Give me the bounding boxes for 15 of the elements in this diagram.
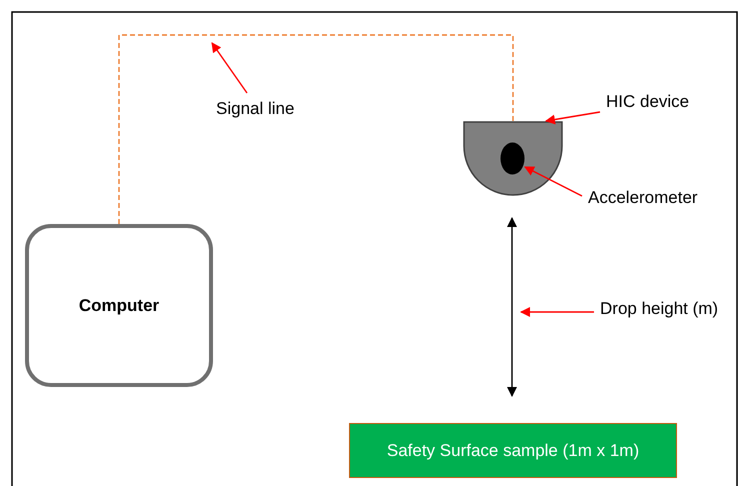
signal-line [118, 34, 514, 224]
box-label: Computer [78, 296, 160, 316]
computer-box [25, 224, 213, 387]
callout-label: Drop height (m) [600, 299, 718, 319]
callout-label: Signal line [216, 99, 294, 119]
callout-label: HIC device [606, 92, 690, 112]
accelerometer-ellipse [500, 142, 525, 175]
leader-line [545, 111, 600, 124]
leader-line [524, 166, 582, 197]
leader-line [520, 307, 594, 317]
hic-device-drawing [463, 121, 563, 196]
leader-line [211, 42, 248, 94]
callout-label: Accelerometer [588, 188, 698, 208]
sample-box [349, 423, 677, 478]
box-label: Safety Surface sample (1m x 1m) [386, 440, 640, 460]
